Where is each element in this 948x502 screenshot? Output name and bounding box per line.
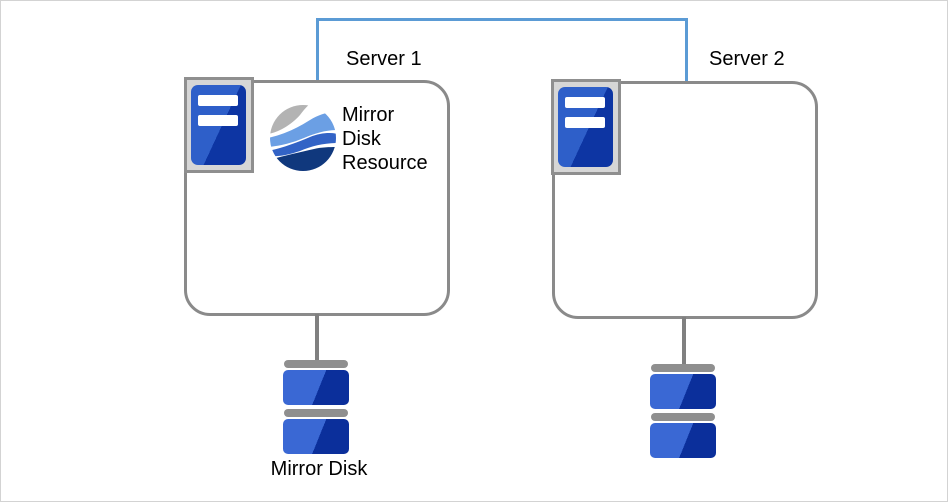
disk-platter-icon: [650, 374, 716, 409]
server2-disk-connector: [682, 317, 686, 365]
server1-icon: [184, 77, 254, 173]
server-tower-icon: [191, 85, 246, 165]
mirror-disk-label: Mirror Disk: [270, 458, 368, 480]
tower-slot-icon: [565, 117, 605, 128]
disk-cap-icon: [284, 409, 348, 417]
tower-slot-icon: [198, 115, 238, 126]
resource-label-line: Mirror: [342, 104, 395, 126]
tower-slot-icon: [198, 95, 238, 106]
tower-slot-icon: [565, 97, 605, 108]
mirror-disk2-icon: [650, 364, 716, 462]
disk-cap-icon: [651, 413, 715, 421]
mirror-disk-resource-label: Mirror Disk Resource: [342, 103, 428, 175]
server2-label: Server 2: [709, 48, 785, 70]
disk-platter-icon: [650, 423, 716, 458]
server1-disk-connector: [315, 314, 319, 360]
mirror-disk1-icon: [283, 360, 349, 458]
interconnect-line: [316, 18, 688, 81]
cluster-sphere-icon: [270, 105, 336, 171]
server1-label: Server 1: [346, 48, 422, 70]
disk-platter-icon: [283, 419, 349, 454]
disk-platter-icon: [283, 370, 349, 405]
disk-cap-icon: [651, 364, 715, 372]
resource-label-line: Resource: [342, 152, 428, 174]
server-tower-icon: [558, 87, 613, 167]
disk-cap-icon: [284, 360, 348, 368]
server2-icon: [551, 79, 621, 175]
resource-label-line: Disk: [342, 128, 381, 150]
